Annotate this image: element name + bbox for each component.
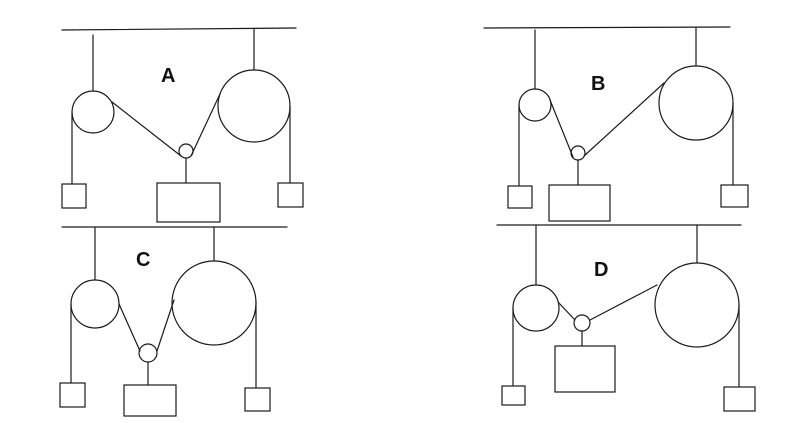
left-mass-c: [59, 382, 86, 408]
rope-small-to-movable-b: [549, 99, 574, 158]
small-pulley-c: [70, 279, 120, 329]
large-pulley-c: [171, 260, 257, 346]
rope-movable-to-large-b: [583, 82, 665, 157]
center-load-a: [156, 182, 221, 223]
movable-pulley-b: [570, 145, 586, 161]
small-pulley-b: [518, 88, 552, 122]
right-mass-b: [720, 184, 749, 208]
panel-d: D: [496, 224, 756, 412]
center-load-d: [554, 345, 616, 393]
center-load-b: [548, 184, 611, 222]
movable-pulley-d: [573, 314, 591, 332]
rope-small-to-movable-d: [557, 301, 576, 321]
panel-label-b: B: [591, 73, 605, 95]
rope-movable-to-large-a: [190, 93, 221, 157]
panel-b: B: [483, 26, 749, 222]
panel-c: C: [59, 226, 288, 417]
rope-small-to-movable-a: [111, 101, 182, 157]
rope-small-to-movable-c: [118, 303, 141, 352]
small-pulley-a: [71, 90, 115, 134]
panel-label-c: C: [136, 249, 150, 271]
center-load-c: [123, 384, 177, 417]
panel-a: A: [61, 27, 304, 223]
large-pulley-d: [654, 262, 740, 348]
right-mass-c: [244, 387, 271, 412]
right-mass-a: [277, 182, 304, 208]
large-pulley-a: [217, 69, 291, 143]
left-mass-d: [501, 385, 526, 406]
ceiling-b: [483, 26, 731, 29]
rope-movable-to-large-d: [589, 284, 658, 321]
left-mass-b: [507, 185, 533, 209]
right-mass-d: [723, 386, 756, 412]
large-pulley-b: [658, 65, 734, 141]
left-mass-a: [61, 183, 87, 209]
small-pulley-d: [512, 284, 560, 332]
rope-movable-to-large-c: [156, 299, 175, 352]
panel-label-d: D: [594, 259, 608, 281]
movable-pulley-c: [138, 343, 158, 363]
panel-label-a: A: [161, 65, 175, 87]
ceiling-a: [61, 27, 297, 31]
